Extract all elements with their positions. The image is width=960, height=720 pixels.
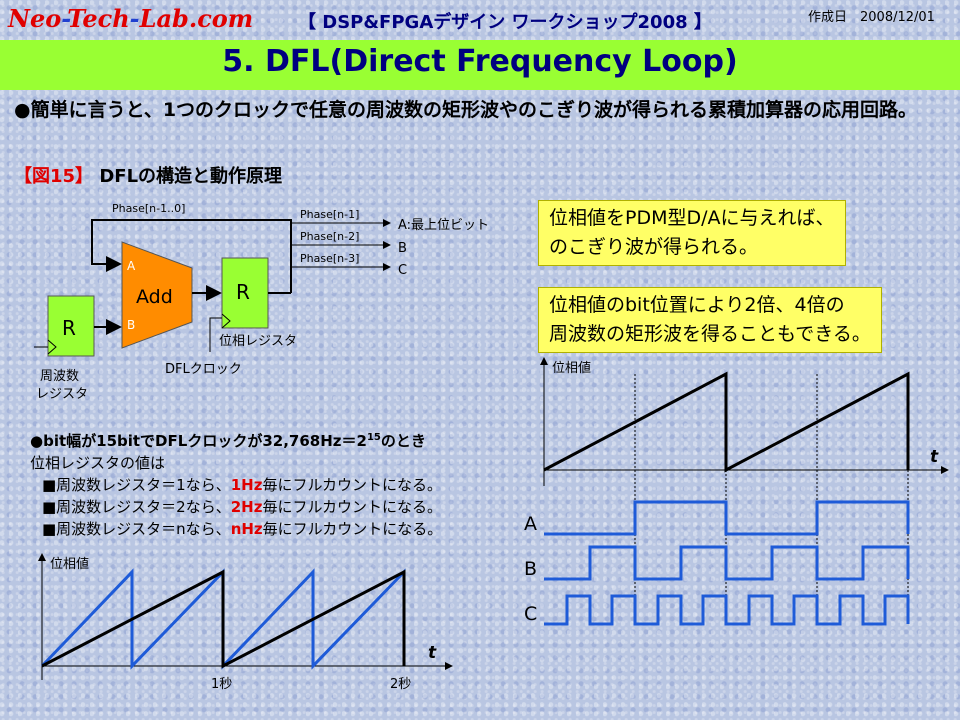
workshop-title: 【 DSP&FPGAデザイン ワークショップ2008 】 [298,12,712,33]
phase-register-label: 位相レジスタ [219,334,297,349]
phase-n1-label: Phase[n-1] [300,208,359,221]
wave-c [544,594,910,626]
dfl-block-diagram: Phase[n-1..0] Phase[n-1] Phase[n-2] Phas… [34,202,489,402]
output-a-label: A:最上位ビット [398,218,489,233]
frequency-register-label-2: レジスタ [36,387,88,402]
figure-label: 【図15】 DFLの構造と動作原理 [14,166,283,187]
callout-pdm: 位相値をPDM型D/Aに与えれば、 のこぎり波が得られる。 [538,200,846,266]
note-row-3: ■周波数レジスタ＝nなら、nHz毎にフルカウントになる。 [42,520,443,538]
phase-plot-right: 位相値 t A B C [524,357,949,626]
creation-date: 作成日 2008/12/01 [808,10,935,25]
title-bar [0,40,960,90]
clock-edge-marker [47,339,57,355]
site-logo: Neo-Tech-Lab.com [8,4,254,33]
wave-a-label: A [524,513,537,535]
y-axis-label: 位相値 [552,360,591,376]
clock-edge-marker [221,313,231,329]
wave-a [544,500,910,536]
example-note: ●bit幅が15bitでDFLクロックが32,768Hz＝215のとき 位相レジ… [30,432,443,538]
phase-bus-label: Phase[n-1..0] [112,202,185,215]
wave-b [544,545,910,581]
feedback-wire [91,219,292,293]
note-row-2: ■周波数レジスタ＝2なら、2Hz毎にフルカウントになる。 [42,498,443,516]
tick-2s: 2秒 [390,677,411,692]
tick-1s: 1秒 [211,677,232,692]
1hz-sawtooth [41,569,406,669]
frequency-register-r: R [62,316,76,340]
phase-register-r: R [236,280,250,304]
wave-c-label: C [524,603,537,625]
x-axis-label: t [930,447,939,467]
adder-input-a: A [127,259,136,273]
frequency-register-label-1: 周波数 [40,369,79,384]
page-title: 5. DFL(Direct Frequency Loop) [222,44,738,79]
y-axis-label: 位相値 [50,556,89,572]
phase-sawtooth [543,371,910,473]
note-row-1: ■周波数レジスタ＝1なら、1Hz毎にフルカウントになる。 [42,476,443,494]
clock-wire [209,317,222,352]
phase-n3-label: Phase[n-3] [300,252,359,265]
wave-b-label: B [524,558,537,580]
phase-register-block [221,257,269,329]
x-axis-label: t [428,643,437,663]
phase-plot-left: 位相値 t 1秒 2秒 [38,553,453,692]
phase-n2-label: Phase[n-2] [300,230,359,243]
output-c-label: C [398,263,407,278]
callout-bit-position: 位相値のbit位置により2倍、4倍の 周波数の矩形波を得ることもできる。 [538,287,882,353]
intro-text: ●簡単に言うと、1つのクロックで任意の周波数の矩形波やのこぎり波が得られる累積加… [14,99,918,121]
adder-block [121,241,193,349]
adder-input-b: B [127,318,135,332]
output-b-label: B [398,241,407,256]
clock-label: DFLクロック [165,362,242,377]
adder-label: Add [136,286,173,308]
